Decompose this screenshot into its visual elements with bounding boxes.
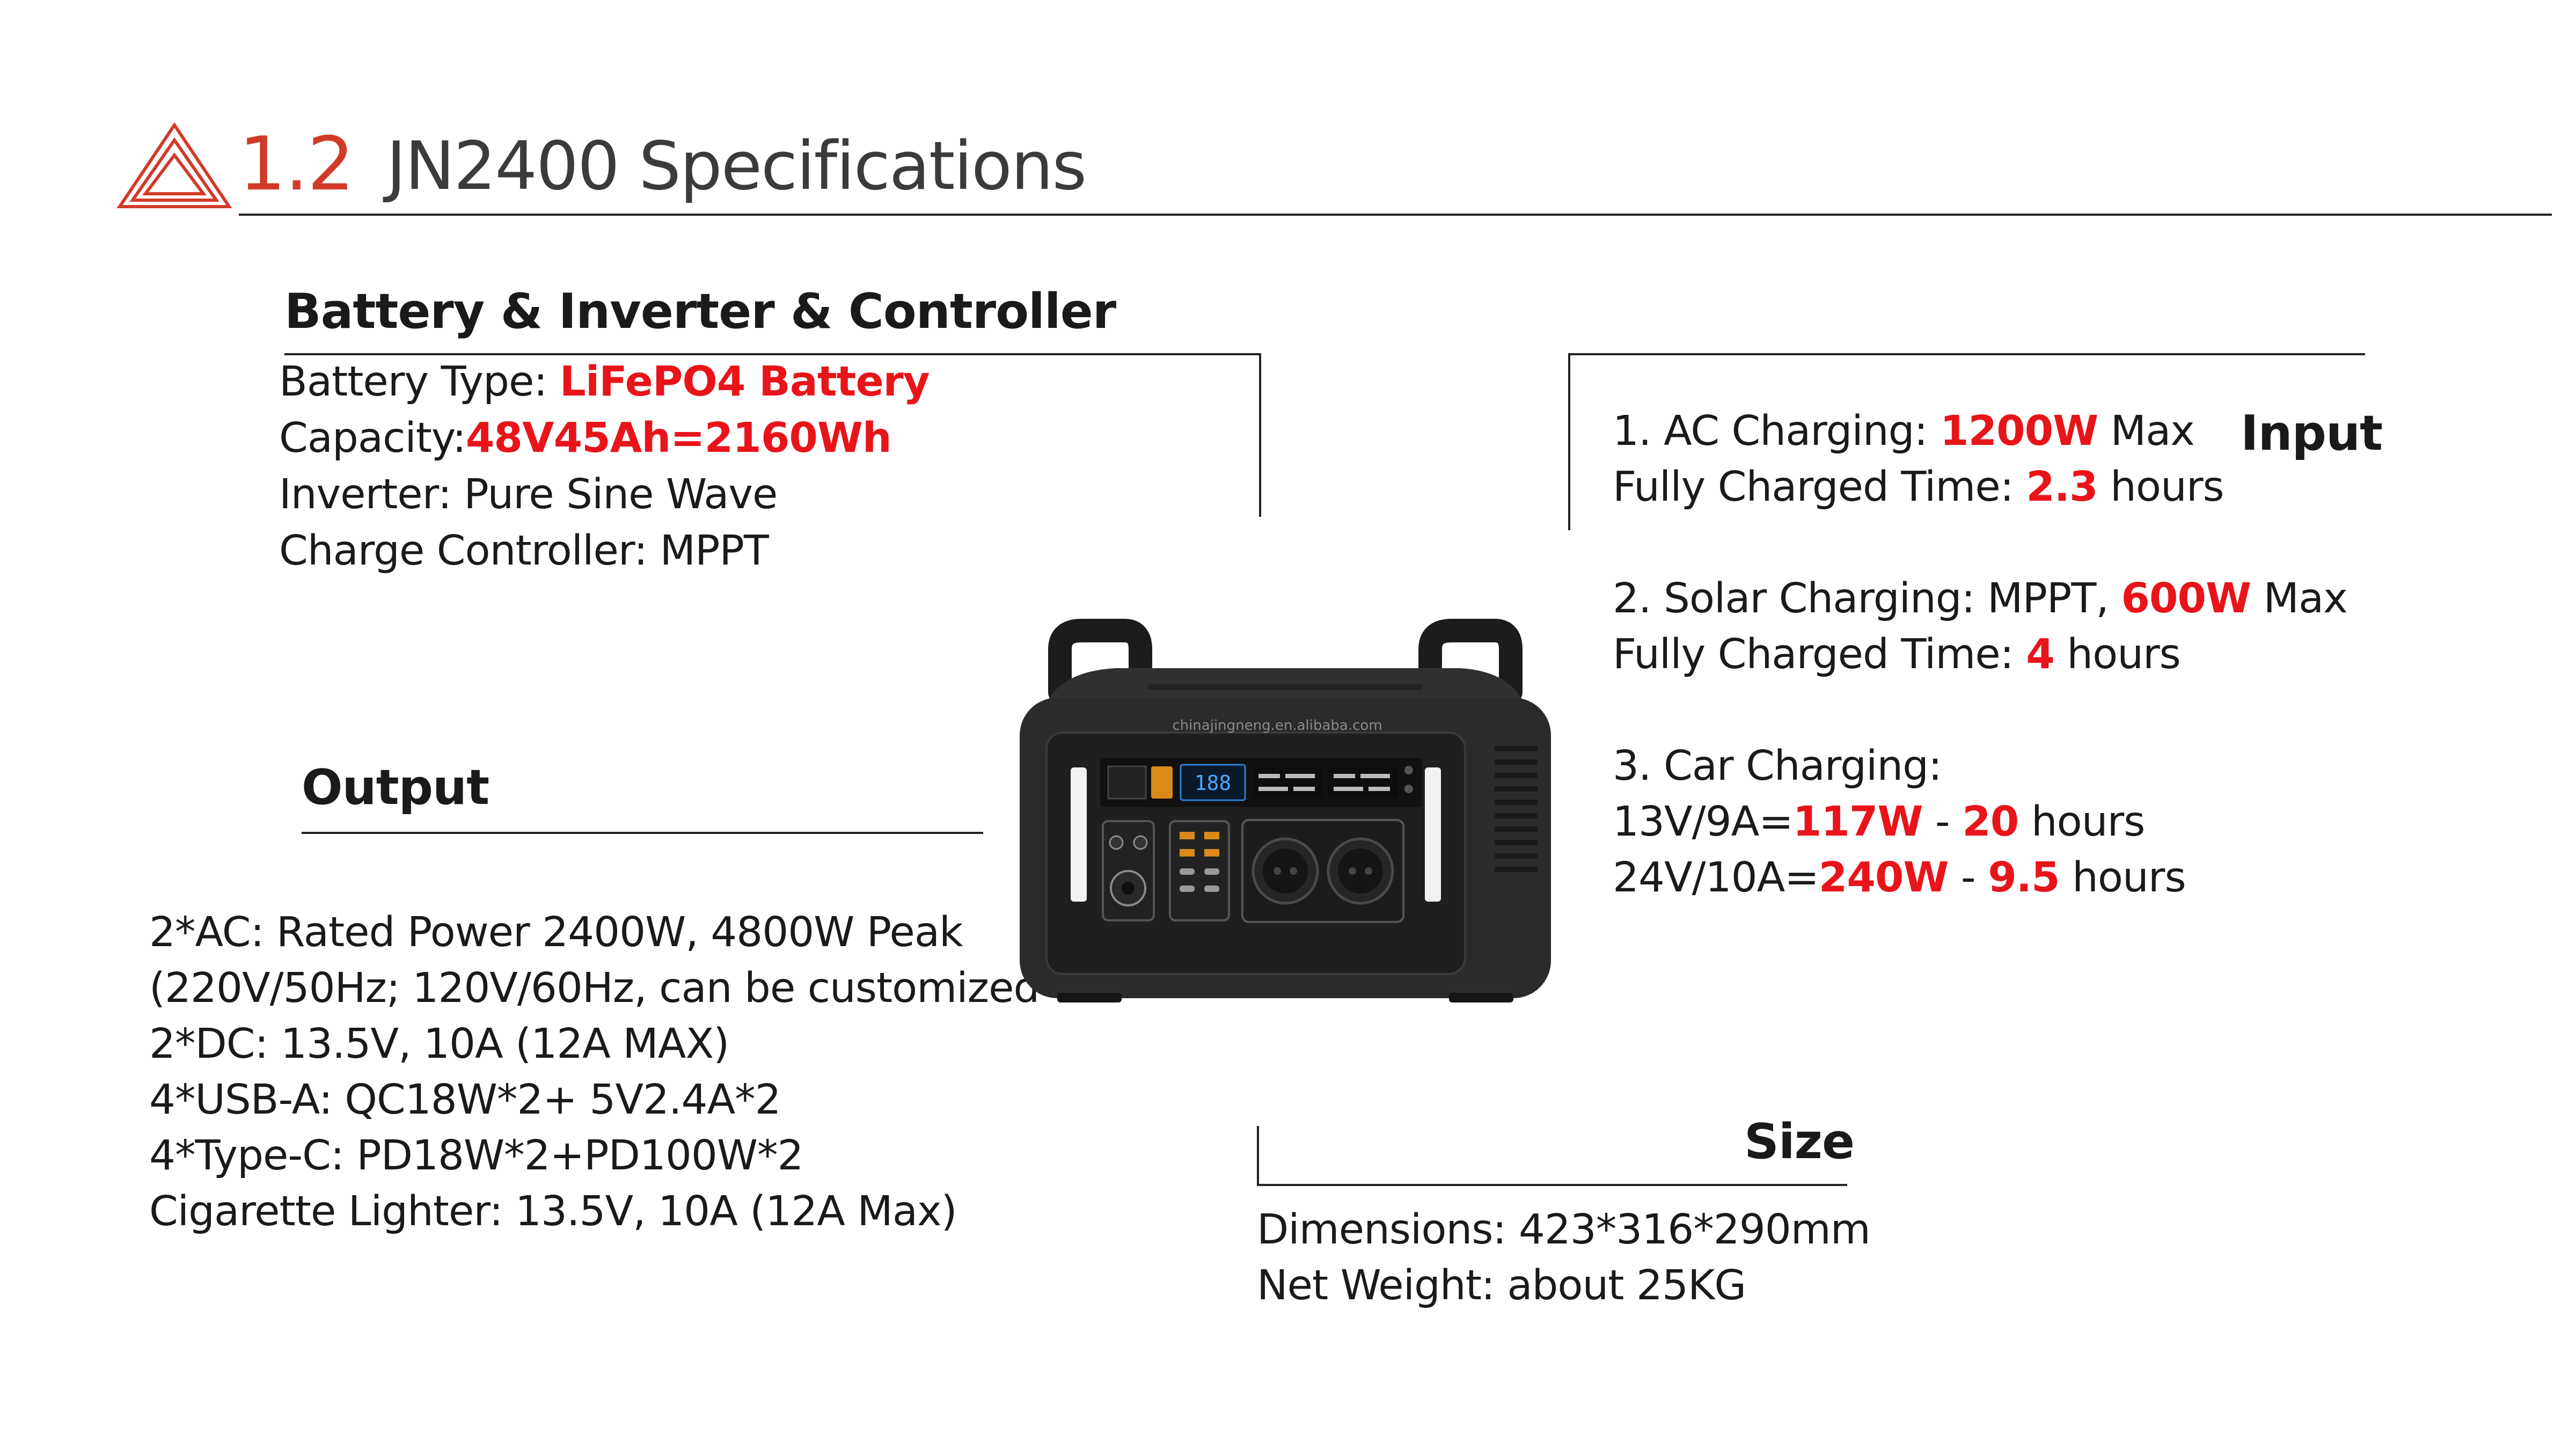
output-line: 2*AC: Rated Power 2400W, 4800W Peak (149, 909, 963, 956)
output-line: (220V/50Hz; 120V/60Hz, can be customized (149, 964, 1040, 1012)
input-heading: Input (2241, 405, 2383, 462)
size-underline (1257, 1184, 1847, 1186)
ac-charging: 1. AC Charging: 1200W Max (1613, 404, 2195, 459)
inverter-spec: Inverter: Pure Sine Wave (279, 471, 778, 518)
output-heading: Output (302, 759, 489, 816)
controller-spec: Charge Controller: MPPT (279, 527, 769, 575)
solar-time-label: Fully Charged Time: (1613, 631, 2026, 678)
car2-power: 240W (1818, 854, 1949, 902)
ac-time-label: Fully Charged Time: (1613, 463, 2026, 511)
car1-label: 13V/9A= (1613, 798, 1794, 846)
display-reading: 188 (1195, 771, 1232, 795)
section-number: 1.2 (239, 121, 354, 207)
solar-label: 2. Solar Charging: MPPT, (1613, 575, 2121, 623)
solar-charging: 2. Solar Charging: MPPT, 600W Max (1613, 571, 2348, 627)
battery-type-label: Battery Type: (279, 358, 560, 406)
ac-charging-suffix: Max (2098, 407, 2195, 455)
ac-charging-label: 1. AC Charging: (1613, 407, 1940, 455)
car2-time: 9.5 (1988, 854, 2060, 902)
battery-capacity: Capacity:48V45Ah=2160Wh (279, 411, 892, 466)
ac-charging-value: 1200W (1940, 407, 2098, 455)
car-charging-label: 3. Car Charging: (1613, 742, 1942, 790)
solar-suffix: Max (2251, 575, 2348, 623)
size-heading: Size (1744, 1114, 1855, 1170)
output-line: 2*DC: 13.5V, 10A (12A MAX) (149, 1020, 729, 1068)
output-underline (302, 832, 983, 834)
net-weight: Net Weight: about 25KG (1257, 1262, 1746, 1309)
ac-charge-time: Fully Charged Time: 2.3 hours (1613, 459, 2224, 515)
input-overline (1568, 353, 2365, 355)
solar-charge-time: Fully Charged Time: 4 hours (1613, 627, 2181, 683)
solar-time-suffix: hours (2054, 631, 2180, 678)
battery-heading: Battery & Inverter & Controller (284, 283, 1116, 340)
capacity-label: Capacity: (279, 414, 466, 462)
solar-value: 600W (2121, 575, 2251, 623)
capacity-value: 48V45Ah=2160Wh (465, 414, 892, 462)
car1-suffix: hours (2018, 798, 2145, 846)
output-line: 4*Type-C: PD18W*2+PD100W*2 (149, 1132, 803, 1180)
car2-label: 24V/10A= (1613, 854, 1819, 902)
car1-power: 117W (1792, 798, 1923, 846)
battery-type-value: LiFePO4 Battery (559, 358, 930, 406)
car-charging-24v: 24V/10A=240W - 9.5 hours (1613, 850, 2186, 906)
triangle-logo-icon (116, 122, 232, 208)
title-divider (239, 214, 2552, 216)
ac-time-suffix: hours (2097, 463, 2224, 511)
car2-suffix: hours (2059, 854, 2186, 902)
battery-bracket (1259, 353, 1261, 517)
car-charging-13v: 13V/9A=117W - 20 hours (1613, 794, 2145, 850)
battery-type: Battery Type: LiFePO4 Battery (279, 354, 930, 410)
output-line: Cigarette Lighter: 13.5V, 10A (12A Max) (149, 1188, 957, 1235)
size-bracket (1257, 1126, 1259, 1186)
ac-time-value: 2.3 (2026, 463, 2098, 511)
dimensions: Dimensions: 423*316*290mm (1257, 1206, 1871, 1254)
power-station-image: chinajingneng.en.alibaba.com 188 (1020, 619, 1551, 1002)
car1-sep: - (1922, 798, 1963, 846)
solar-time-value: 4 (2026, 631, 2055, 678)
input-bracket (1568, 353, 1570, 530)
page-title: JN2400 Specifications (386, 128, 1087, 205)
car1-time: 20 (1962, 798, 2019, 846)
output-line: 4*USB-A: QC18W*2+ 5V2.4A*2 (149, 1076, 781, 1124)
car2-sep: - (1948, 854, 1988, 902)
battery-underline (284, 353, 1261, 355)
watermark-text: chinajingneng.en.alibaba.com (1172, 718, 1382, 734)
